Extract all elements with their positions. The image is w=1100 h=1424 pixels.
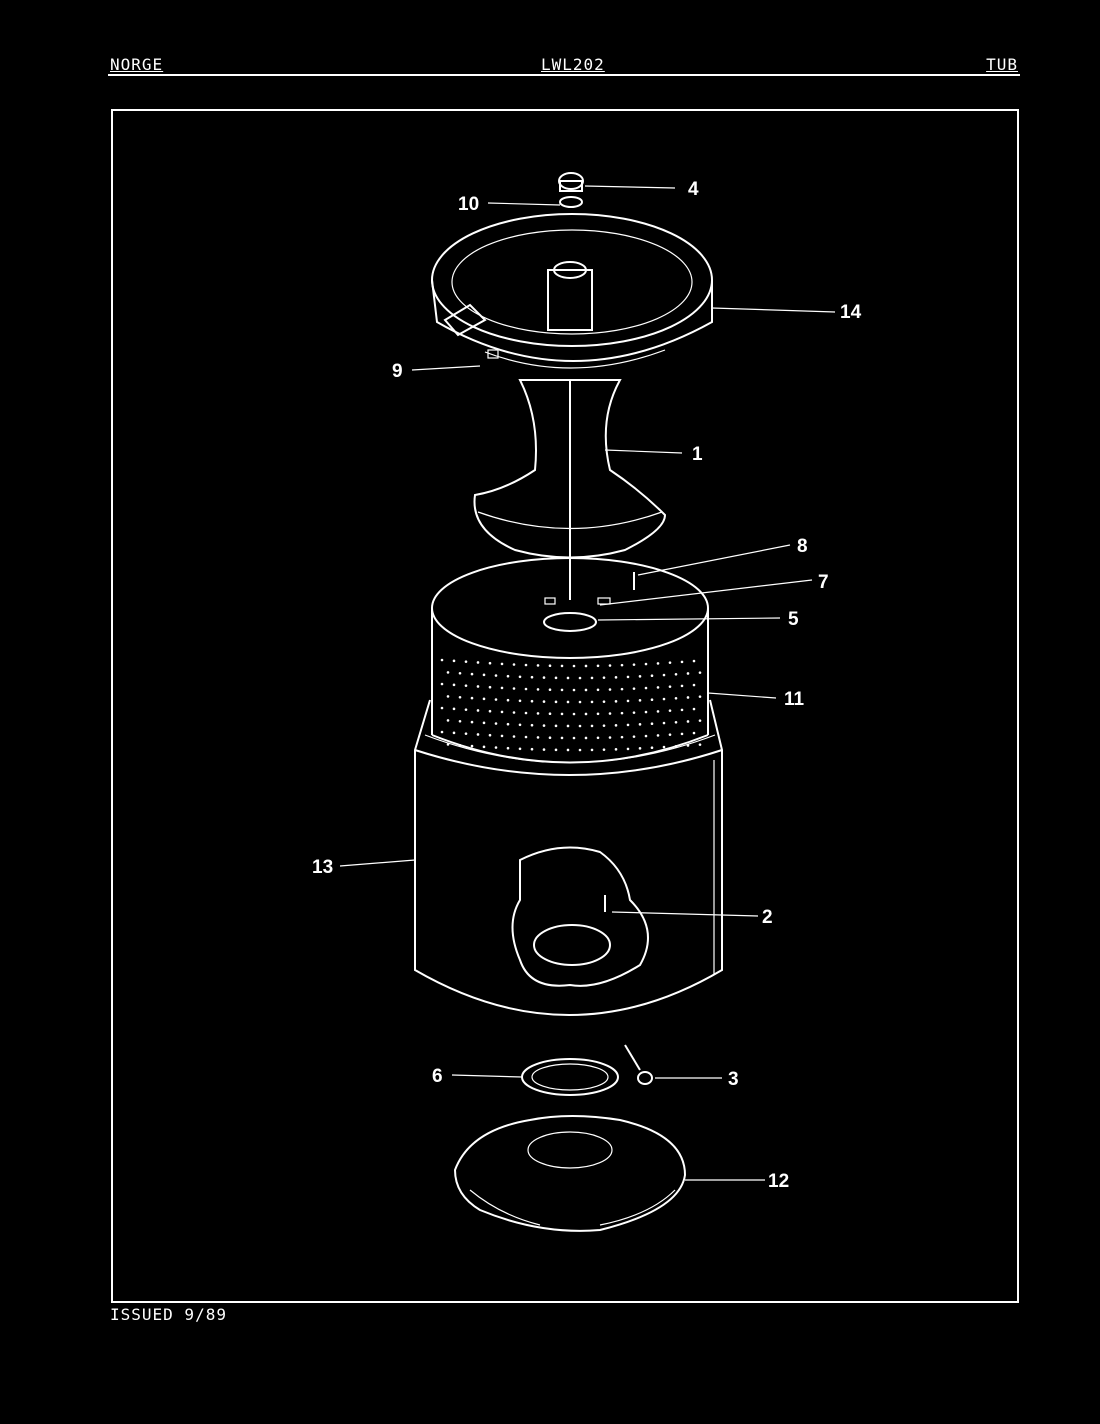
tub-ring-part <box>431 213 713 369</box>
agitator-part <box>473 261 667 600</box>
callout-3: 3 <box>728 1069 739 1090</box>
callout-7: 7 <box>818 572 829 593</box>
callout-12: 12 <box>768 1171 789 1192</box>
bolt-part <box>624 1044 653 1085</box>
leader-lines <box>339 185 836 1181</box>
section-label: TUB <box>986 55 1018 74</box>
callout-10: 10 <box>458 194 479 215</box>
base-plate-part <box>453 1115 687 1232</box>
model-label: LWL202 <box>541 55 605 74</box>
brand-label: NORGE <box>110 55 164 74</box>
issued-date: ISSUED 9/89 <box>110 1305 227 1324</box>
callout-13: 13 <box>312 857 333 878</box>
callout-4: 4 <box>688 179 699 200</box>
callout-5: 5 <box>788 609 799 630</box>
callout-11: 11 <box>784 689 805 710</box>
callout-8: 8 <box>797 536 808 557</box>
callout-1: 1 <box>692 444 703 465</box>
callout-14: 14 <box>840 302 862 323</box>
diagram-frame <box>111 109 1019 1303</box>
callout-6: 6 <box>432 1066 443 1087</box>
callout-9: 9 <box>392 361 403 382</box>
outer-tub-part <box>414 699 723 1016</box>
callout-labels: 4 10 14 9 1 8 7 5 11 13 2 6 3 12 <box>312 179 862 1192</box>
spin-basket-part <box>431 557 709 764</box>
cap-part <box>558 172 584 208</box>
callout-2: 2 <box>762 907 773 928</box>
